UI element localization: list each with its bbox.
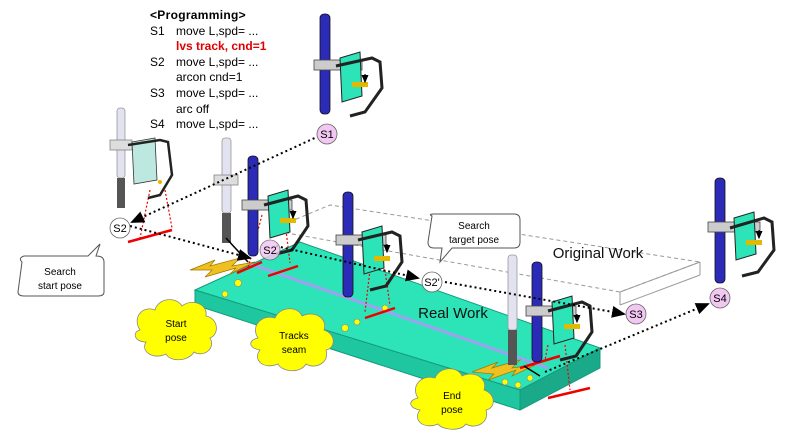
- svg-text:S3: S3: [629, 309, 642, 321]
- real-work-label: Real Work: [418, 305, 488, 322]
- original-work-label: Original Work: [553, 245, 644, 262]
- programming-listing: <Programming> S1move L,spd= ...lvs track…: [150, 8, 266, 133]
- ghost-torch-mid: [214, 138, 238, 243]
- program-command-highlight: lvs track, cnd=1: [176, 39, 266, 53]
- svg-text:End: End: [443, 391, 461, 402]
- point-marker-s3: S3: [626, 304, 646, 324]
- svg-text:target pose: target pose: [449, 235, 499, 246]
- point-marker-s2-ghost: S2: [260, 240, 280, 260]
- svg-text:S4: S4: [713, 293, 726, 305]
- program-command: move L,spd= ...: [176, 55, 258, 69]
- svg-text:S2: S2: [263, 245, 276, 257]
- svg-text:Start: Start: [165, 319, 186, 330]
- svg-text:S2: S2: [113, 223, 126, 235]
- point-marker-s2: S2: [110, 218, 130, 238]
- svg-text:Search: Search: [44, 267, 76, 278]
- program-command: arcon cnd=1: [176, 70, 242, 84]
- ghost-torch-end: [508, 255, 517, 365]
- program-step-label: S3: [150, 86, 176, 102]
- callout-search-start-pose: Search start pose: [18, 244, 104, 296]
- svg-text:start pose: start pose: [38, 281, 82, 292]
- program-line: arcon cnd=1: [150, 70, 266, 86]
- program-line: S2move L,spd= ...: [150, 55, 266, 71]
- point-marker-s4: S4: [710, 288, 730, 308]
- program-step-label: S4: [150, 117, 176, 133]
- program-command: arc off: [176, 102, 209, 116]
- programming-header: <Programming>: [150, 8, 266, 24]
- program-command: move L,spd= ...: [176, 86, 258, 100]
- program-line: S3move L,spd= ...: [150, 86, 266, 102]
- cloud-start-pose: Start pose: [135, 300, 216, 360]
- program-step-label: S1: [150, 24, 176, 40]
- programming-lines: S1move L,spd= ...lvs track, cnd=1S2move …: [150, 24, 266, 133]
- program-line: S1move L,spd= ...: [150, 24, 266, 40]
- approach-line: [226, 238, 248, 262]
- torch-s4: [708, 178, 774, 283]
- svg-text:Tracks: Tracks: [279, 331, 309, 342]
- program-command: move L,spd= ...: [176, 24, 258, 38]
- program-line: arc off: [150, 102, 266, 118]
- callout-search-target-pose: Search target pose: [428, 214, 520, 262]
- svg-text:Search: Search: [458, 221, 490, 232]
- program-line: S4move L,spd= ...: [150, 117, 266, 133]
- point-marker-s2-prime: S2': [422, 272, 442, 292]
- program-line: lvs track, cnd=1: [150, 39, 266, 55]
- program-command: move L,spd= ...: [176, 117, 258, 131]
- svg-text:S2': S2': [424, 277, 440, 289]
- svg-text:pose: pose: [165, 333, 187, 344]
- svg-text:seam: seam: [282, 345, 306, 356]
- svg-text:pose: pose: [441, 405, 463, 416]
- torch-s1: [314, 14, 382, 116]
- program-step-label: S2: [150, 55, 176, 71]
- svg-text:S1: S1: [320, 129, 333, 141]
- point-marker-s1: S1: [317, 124, 337, 144]
